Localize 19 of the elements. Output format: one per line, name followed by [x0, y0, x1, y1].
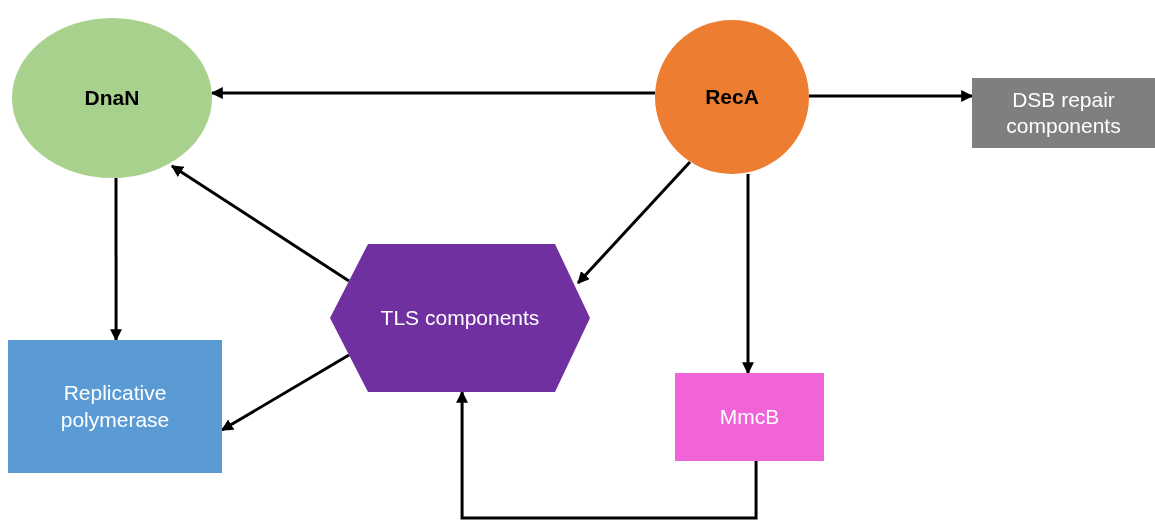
arrow — [456, 390, 758, 520]
node-label: MmcB — [719, 403, 780, 430]
arrow — [110, 178, 123, 342]
arrow — [742, 174, 754, 375]
node-label: DSB repair components — [1005, 86, 1122, 139]
process-box — [8, 340, 222, 473]
node-label: TLS components — [380, 304, 540, 331]
ellipse-node — [12, 18, 212, 178]
ellipse-node — [655, 20, 809, 174]
arrow — [809, 90, 974, 102]
node-label: RecA — [705, 83, 759, 110]
node-label: Replicative polymerase — [59, 380, 171, 433]
arrow — [576, 160, 692, 285]
arrow — [210, 87, 655, 100]
process-box — [972, 78, 1155, 148]
node-label: DnaN — [84, 84, 140, 111]
process-box — [675, 373, 824, 461]
hexagon-node — [330, 244, 590, 392]
arrow — [171, 164, 350, 283]
